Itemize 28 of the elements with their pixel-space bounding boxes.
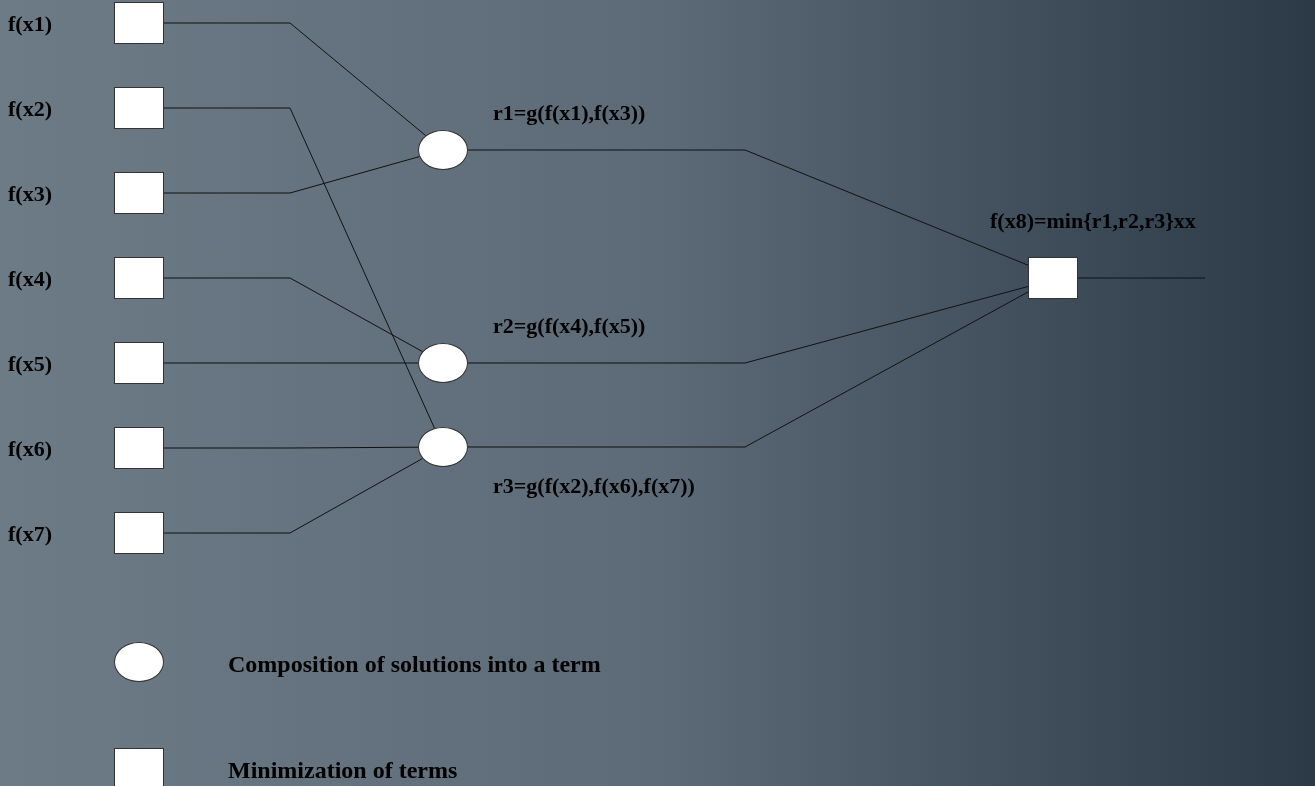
minimization-box bbox=[1028, 257, 1078, 299]
connector-line bbox=[163, 22, 427, 137]
formula-label: r2=g(f(x4),f(x5)) bbox=[493, 312, 646, 340]
node-label: f(x5) bbox=[8, 349, 53, 378]
connector-line bbox=[163, 156, 420, 194]
connector-line bbox=[1077, 277, 1206, 279]
node-label: f(x6) bbox=[8, 434, 53, 463]
node-label: f(x4) bbox=[8, 264, 53, 293]
connector-line bbox=[163, 362, 419, 364]
composition-circle bbox=[418, 427, 468, 467]
connector-line bbox=[467, 291, 1029, 448]
legend-label: Composition of solutions into a term bbox=[228, 650, 601, 679]
node-label: f(x3) bbox=[8, 179, 53, 208]
formula-label: f(x8)=min{r1,r2,r3}xx bbox=[990, 207, 1196, 235]
node-label: f(x1) bbox=[8, 9, 53, 38]
connector-line bbox=[163, 458, 423, 534]
connector-line bbox=[467, 149, 1029, 266]
connector-line bbox=[467, 286, 1029, 364]
node-label: f(x2) bbox=[8, 94, 53, 123]
node-label: f(x7) bbox=[8, 519, 53, 548]
legend-label: Minimization of terms bbox=[228, 756, 458, 785]
connector-line bbox=[163, 107, 435, 429]
formula-label: r1=g(f(x1),f(x3)) bbox=[493, 99, 646, 127]
connector-line bbox=[163, 446, 419, 449]
composition-circle bbox=[418, 343, 468, 383]
composition-circle bbox=[418, 130, 468, 170]
formula-label: r3=g(f(x2),f(x6),f(x7)) bbox=[493, 472, 695, 500]
connector-line bbox=[163, 277, 423, 353]
